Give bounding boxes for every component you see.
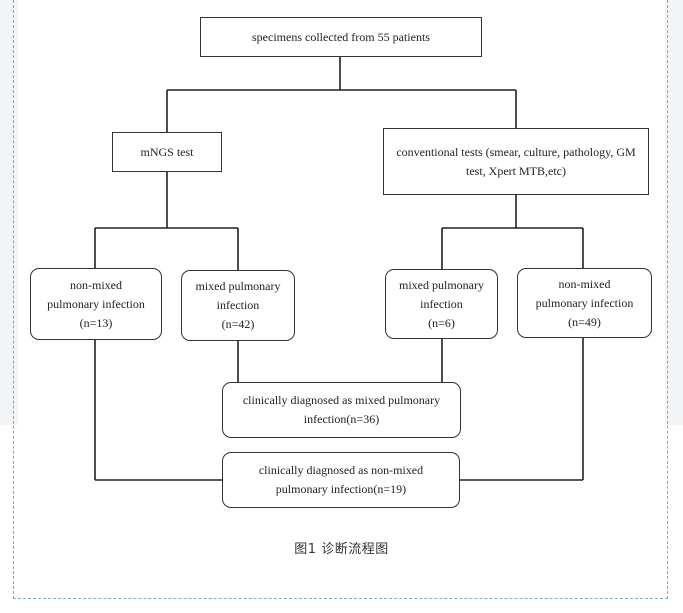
node-specimens-label: specimens collected from 55 patients	[252, 29, 430, 44]
node-mngs-mixed-label: mixed pulmonary infection (n=42)	[195, 279, 281, 331]
node-clinical-non-mixed-label: clinically diagnosed as non-mixed pulmon…	[258, 463, 424, 496]
node-mngs-test-label: mNGS test	[140, 144, 194, 159]
node-clinical-mixed: clinically diagnosed as mixed pulmonary …	[222, 382, 461, 438]
node-clinical-mixed-label: clinically diagnosed as mixed pulmonary …	[242, 393, 441, 426]
node-conv-non-mixed-label: non-mixed pulmonary infection (n=49)	[535, 276, 634, 329]
node-conventional-tests: conventional tests (smear, culture, path…	[383, 128, 649, 195]
node-conventional-tests-label: conventional tests (smear, culture, path…	[396, 144, 636, 178]
node-mngs-non-mixed: non-mixed pulmonary infection (n=13)	[30, 268, 162, 340]
node-clinical-non-mixed: clinically diagnosed as non-mixed pulmon…	[222, 452, 460, 508]
node-conv-mixed: mixed pulmonary infection (n=6)	[385, 269, 498, 339]
node-mngs-non-mixed-label: non-mixed pulmonary infection (n=13)	[47, 277, 145, 330]
article-frame	[13, 0, 668, 599]
node-conv-non-mixed: non-mixed pulmonary infection (n=49)	[517, 268, 652, 338]
node-conv-mixed-label: mixed pulmonary infection (n=6)	[399, 277, 484, 330]
figure-caption: 图1 诊断流程图	[294, 542, 389, 557]
node-mngs-mixed: mixed pulmonary infection (n=42)	[181, 270, 295, 341]
node-specimens: specimens collected from 55 patients	[200, 17, 482, 57]
node-mngs-test: mNGS test	[112, 132, 222, 172]
